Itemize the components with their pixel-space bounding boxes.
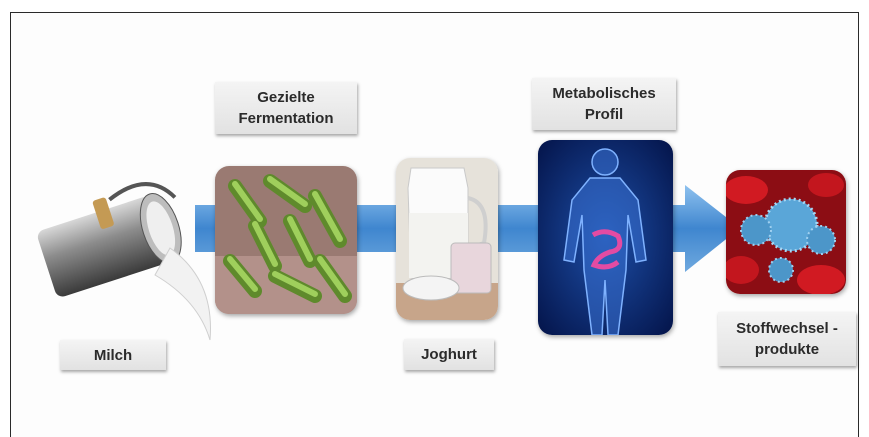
- yogurt-label: Joghurt: [404, 339, 494, 370]
- human-body-image: [538, 140, 673, 335]
- milk-label: Milch: [60, 340, 166, 370]
- milk-can-icon: [20, 180, 220, 345]
- fermentation-label: Gezielte Fermentation: [215, 82, 357, 134]
- bacteria-image: [215, 166, 357, 314]
- yogurt-jug-image: [396, 158, 498, 320]
- metabolic-profile-label: Metabolisches Profil: [532, 78, 676, 130]
- metabolic-products-label: Stoffwechsel - produkte: [718, 312, 856, 366]
- cells-image: [726, 170, 846, 294]
